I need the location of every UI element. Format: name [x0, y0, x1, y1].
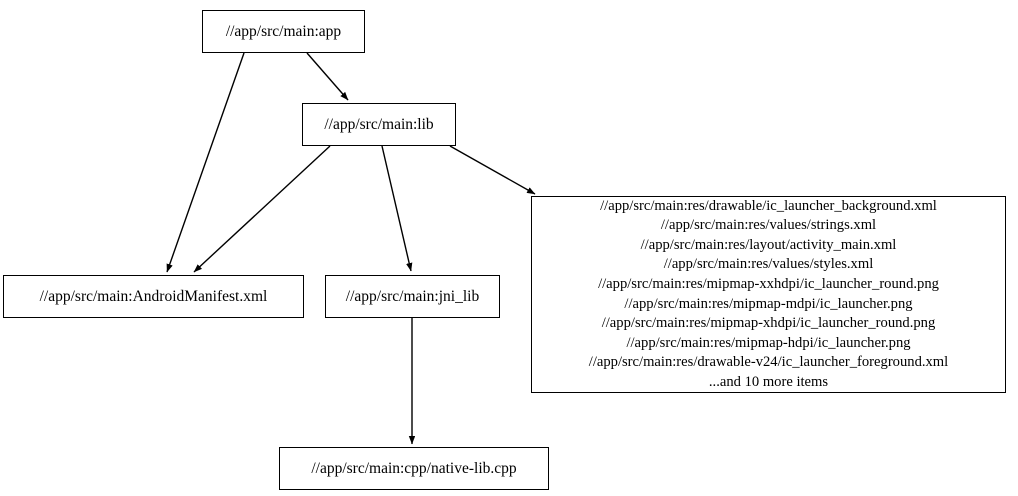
- node-lib-label: //app/src/main:lib: [324, 115, 434, 133]
- node-native-lib-cpp[interactable]: //app/src/main:cpp/native-lib.cpp: [279, 447, 549, 490]
- node-res-group[interactable]: //app/src/main:res/drawable/ic_launcher_…: [531, 196, 1006, 393]
- node-app[interactable]: //app/src/main:app: [202, 10, 365, 53]
- edge-lib-to-jni-lib: [381, 145, 413, 272]
- node-android-manifest-label: //app/src/main:AndroidManifest.xml: [39, 287, 268, 305]
- node-lib[interactable]: //app/src/main:lib: [302, 103, 456, 146]
- node-jni-lib-label: //app/src/main:jni_lib: [345, 287, 480, 305]
- edge-lib-to-manifest: [193, 145, 331, 273]
- edge-app-to-lib: [306, 52, 349, 101]
- node-android-manifest[interactable]: //app/src/main:AndroidManifest.xml: [3, 275, 304, 318]
- node-res-group-label: //app/src/main:res/drawable/ic_launcher_…: [588, 197, 949, 390]
- node-app-label: //app/src/main:app: [225, 22, 342, 40]
- node-jni-lib[interactable]: //app/src/main:jni_lib: [325, 275, 500, 318]
- edge-lib-to-res-group: [449, 145, 536, 195]
- node-native-lib-cpp-label: //app/src/main:cpp/native-lib.cpp: [311, 459, 517, 477]
- edge-app-to-manifest: [166, 52, 245, 273]
